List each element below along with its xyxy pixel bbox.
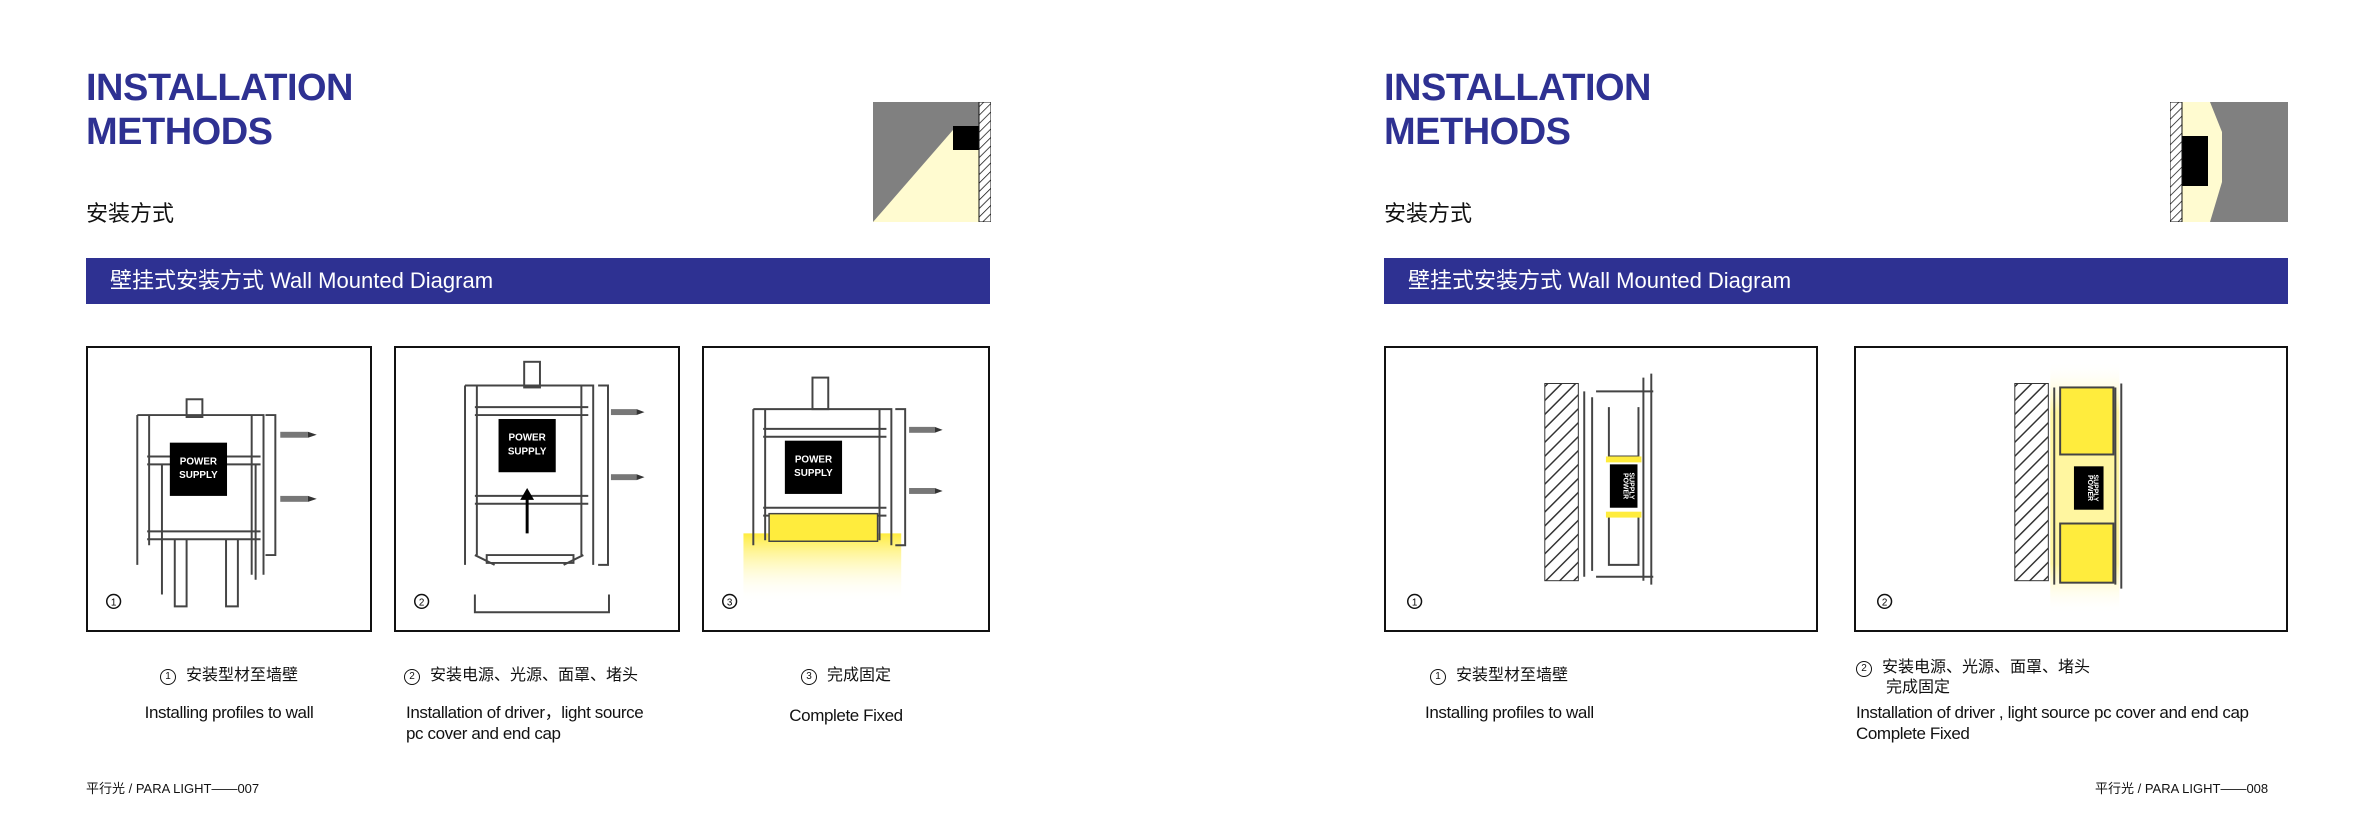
caption-en-line: Complete Fixed [1856,724,1970,743]
caption-cn-text: 安装电源、光源、面罩、堵头 [1882,659,2091,676]
screw-icon [610,409,645,416]
power-supply-label: SUPPLY [1628,473,1635,500]
page-footer: 平行光 / PARA LIGHT——007 [86,781,260,796]
wall-light-icon [2170,102,2288,222]
power-supply-label: POWER [795,454,832,465]
step-1-diagram: POWER SUPPLY 1 [1384,346,1818,632]
caption-cn-text: 安装型材至墙壁 [1456,667,1569,684]
step-1-caption-cn: 1 安装型材至墙壁 [86,666,372,686]
step-2-caption-en: Installation of driver，light source pc c… [406,702,644,744]
power-supply-box [784,440,843,494]
title-line-2: METHODS [1384,111,1571,153]
step-3-caption-en: Complete Fixed [789,706,903,725]
power-supply-label: POWER [509,433,546,444]
step-number: 2 [419,597,424,608]
page-subtitle: 安装方式 [86,201,175,226]
caption-en-line: Installation of driver，light source [406,703,644,722]
section-bar-text: 壁挂式安装方式 Wall Mounted Diagram [1408,268,1792,293]
caption-cn-text: 完成固定 [826,667,891,684]
step-1-caption-en: Installing profiles to wall [144,703,314,722]
step-3-caption-cn: 3 完成固定 [702,666,990,686]
caption-cn-text: 安装电源、光源、面罩、堵头 [430,667,639,684]
section-bar: 壁挂式安装方式 Wall Mounted Diagram [86,258,990,304]
led-lens [768,512,879,542]
step-number-badge [413,593,430,610]
power-supply-label: SUPPLY [508,446,547,457]
step-number: 2 [1856,661,1872,677]
power-supply-box [2073,466,2104,510]
power-supply-label: SUPPLY [2092,475,2099,502]
screw-icon [280,431,317,438]
screw-icon [909,488,943,494]
step-2-caption-cn: 2 安装电源、光源、面罩、堵头 完成固定 [1856,658,2090,698]
step-1-caption-en: Installing profiles to wall [1425,703,1594,722]
step-2-diagram: POWER SUPPLY 2 [394,346,680,632]
step-2-diagram: POWER SUPPLY 2 [1854,346,2288,632]
title-line-1: INSTALLATION [1384,67,1652,109]
power-supply-label: POWER [2086,475,2093,501]
power-supply-label: SUPPLY [794,468,833,479]
power-supply-box [169,442,228,496]
screw-icon [280,495,317,502]
caption-en-line: pc cover and end cap [406,724,561,743]
power-supply-label: SUPPLY [179,470,218,481]
caption-en-line: Installation of driver , light source pc… [1856,703,2249,722]
page-footer: 平行光 / PARA LIGHT——008 [2095,781,2269,796]
step-number: 1 [1412,597,1417,608]
step-number: 2 [404,669,420,685]
power-supply-label: POWER [180,456,217,467]
wall-light-icon [873,102,991,222]
page-subtitle: 安装方式 [1384,201,1473,226]
step-number-badge [105,593,122,610]
step-1-caption-cn: 1 安装型材至墙壁 [1430,666,1568,686]
step-number: 1 [159,669,176,685]
step-number: 3 [727,597,733,608]
screw-icon [610,474,645,481]
title-line-2: METHODS [86,111,273,153]
step-1-diagram: POWER SUPPLY 1 [86,346,372,632]
caption-cn-text: 安装型材至墙壁 [185,667,298,684]
arrow-up-icon [520,488,535,534]
step-number: 1 [111,597,116,608]
step-3-diagram: POWER SUPPLY 3 [702,346,990,632]
screw-icon [909,426,943,433]
power-supply-box [498,418,556,473]
step-number-badge [1877,593,1893,610]
section-bar: 壁挂式安装方式 Wall Mounted Diagram [1384,258,2288,304]
step-2-caption-cn: 2 安装电源、光源、面罩、堵头 [404,666,638,686]
page-title: INSTALLATION METHODS [86,66,354,154]
step-number: 2 [1882,597,1887,608]
title-line-1: INSTALLATION [86,67,354,109]
page-title: INSTALLATION METHODS [1384,66,1652,154]
step-number-badge [1407,593,1423,610]
power-supply-box [1609,464,1638,508]
step-number-badge [722,593,738,610]
section-bar-text: 壁挂式安装方式 Wall Mounted Diagram [110,268,494,293]
step-number: 3 [800,669,817,685]
step-number: 1 [1430,669,1446,685]
power-supply-label: POWER [1622,473,1629,499]
step-2-caption-en: Installation of driver , light source pc… [1856,702,2249,744]
caption-cn-text: 完成固定 [1886,679,1951,696]
